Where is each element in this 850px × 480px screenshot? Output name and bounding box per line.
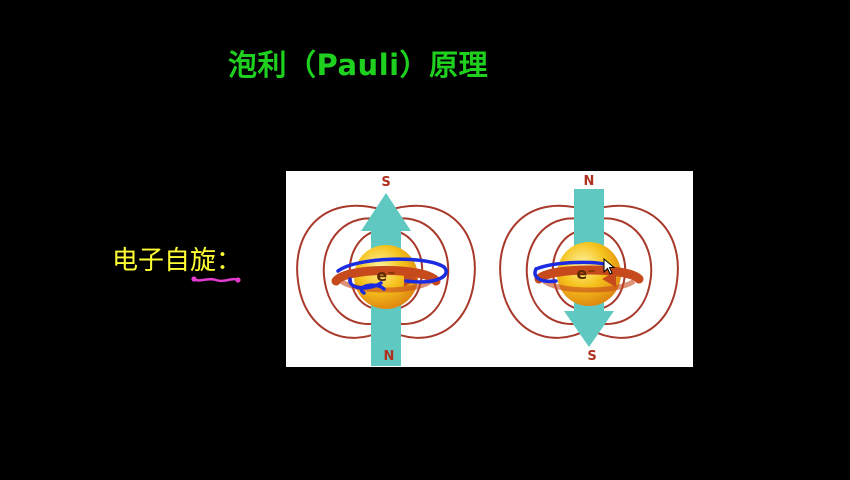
spin-diagram-left: e⁻ S N [296,175,476,366]
mouse-cursor-icon [603,258,616,275]
bottom-pole-right: S [587,349,596,364]
rotation-arrow-left [331,266,441,286]
pink-underline-annotation [191,276,241,283]
electron-spin-figure: e⁻ S N e⁻ N S [286,171,693,367]
spin-label: 电子自旋： [112,246,243,276]
electron-label-left: e⁻ [376,266,395,285]
page-title: 泡利（Pauli）原理 [228,48,489,82]
spin-diagram-right: e⁻ N S [499,174,679,364]
top-pole-right: N [584,174,595,189]
rotation-arrow-right [534,265,644,284]
blue-annotation-left [336,257,448,295]
bottom-pole-left: N [384,349,395,364]
electron-label-right: e⁻ [576,264,595,283]
top-pole-left: S [381,175,390,190]
